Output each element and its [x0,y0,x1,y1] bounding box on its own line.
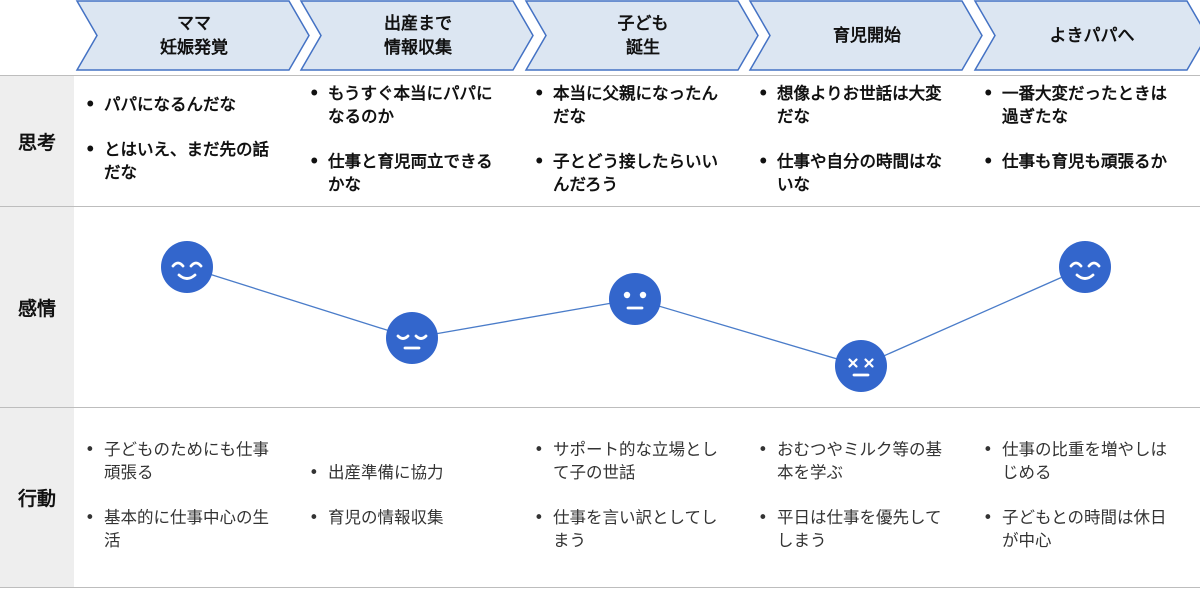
smile-face-icon [161,241,213,293]
bullet-item: とはいえ、まだ先の話だな [77,138,282,184]
action-cell: おむつやミルク等の基本を学ぶ平日は仕事を優先してしまう [750,438,955,552]
stage-label: 育児開始 [833,26,901,46]
bullet-item: 想像よりお世話は大変だな [750,82,955,128]
bullet-item: 仕事や自分の時間はないな [750,150,955,196]
thinking-cell: 一番大変だったときは過ぎたな仕事も育児も頑張るか [975,82,1180,173]
stage-chevron [973,0,1200,71]
bullet-item: パパになるんだな [77,93,282,116]
bullet-item: 仕事も育児も頑張るか [975,150,1180,173]
stage-chevron [75,0,310,71]
bullet-item: 子どもとの時間は休日が中心 [975,506,1180,552]
row-divider [0,75,1200,76]
stage-chevrons [75,0,1200,71]
row-header-thinking: 思考 [0,76,74,206]
stage-label: ママ 妊娠発覚 [160,14,228,58]
bullet-item: 一番大変だったときは過ぎたな [975,82,1180,128]
stage-chevron [299,0,534,71]
thinking-cell: もうすぐ本当にパパになるのか仕事と育児両立できるかな [301,82,506,196]
thinking-cell: パパになるんだなとはいえ、まだ先の話だな [77,93,282,184]
row-divider [0,407,1200,408]
bullet-item: 子とどう接したらいいんだろう [526,150,731,196]
bullet-item: 仕事を言い訳としてしまう [526,506,731,552]
stage-chevron [748,0,983,71]
bullet-item: 仕事と育児両立できるかな [301,150,506,196]
stage-chevron [524,0,759,71]
smile-face-icon [1059,241,1111,293]
bullet-item: 出産準備に協力 [301,461,506,484]
row-divider [0,587,1200,588]
bullet-item: サポート的な立場として子の世話 [526,438,731,484]
action-cell: サポート的な立場として子の世話仕事を言い訳としてしまう [526,438,731,552]
thinking-cell: 本当に父親になったんだな子とどう接したらいいんだろう [526,82,731,196]
row-divider [0,206,1200,207]
thinking-cell: 想像よりお世話は大変だな仕事や自分の時間はないな [750,82,955,196]
bullet-item: 本当に父親になったんだな [526,82,731,128]
bullet-item: 平日は仕事を優先してしまう [750,506,955,552]
bullet-item: もうすぐ本当にパパになるのか [301,82,506,128]
stage-label: 子ども 誕生 [617,14,669,58]
row-header-action: 行動 [0,408,74,587]
bullet-item: おむつやミルク等の基本を学ぶ [750,438,955,484]
bullet-item: 基本的に仕事中心の生活 [77,506,282,552]
bullet-item: 育児の情報収集 [301,506,506,529]
neutral-face-icon [609,273,661,325]
sleepy-face-icon [386,312,438,364]
stage-label: 出産まで 情報収集 [384,14,452,58]
bullet-item: 子どものためにも仕事頑張る [77,438,282,484]
dizzy-face-icon [835,340,887,392]
action-cell: 仕事の比重を増やしはじめる子どもとの時間は休日が中心 [975,438,1180,552]
row-header-emotion: 感情 [0,207,74,407]
bullet-item: 仕事の比重を増やしはじめる [975,438,1180,484]
action-cell: 出産準備に協力育児の情報収集 [301,461,506,529]
action-cell: 子どものためにも仕事頑張る基本的に仕事中心の生活 [77,438,282,552]
stage-label: よきパパへ [1049,26,1135,46]
